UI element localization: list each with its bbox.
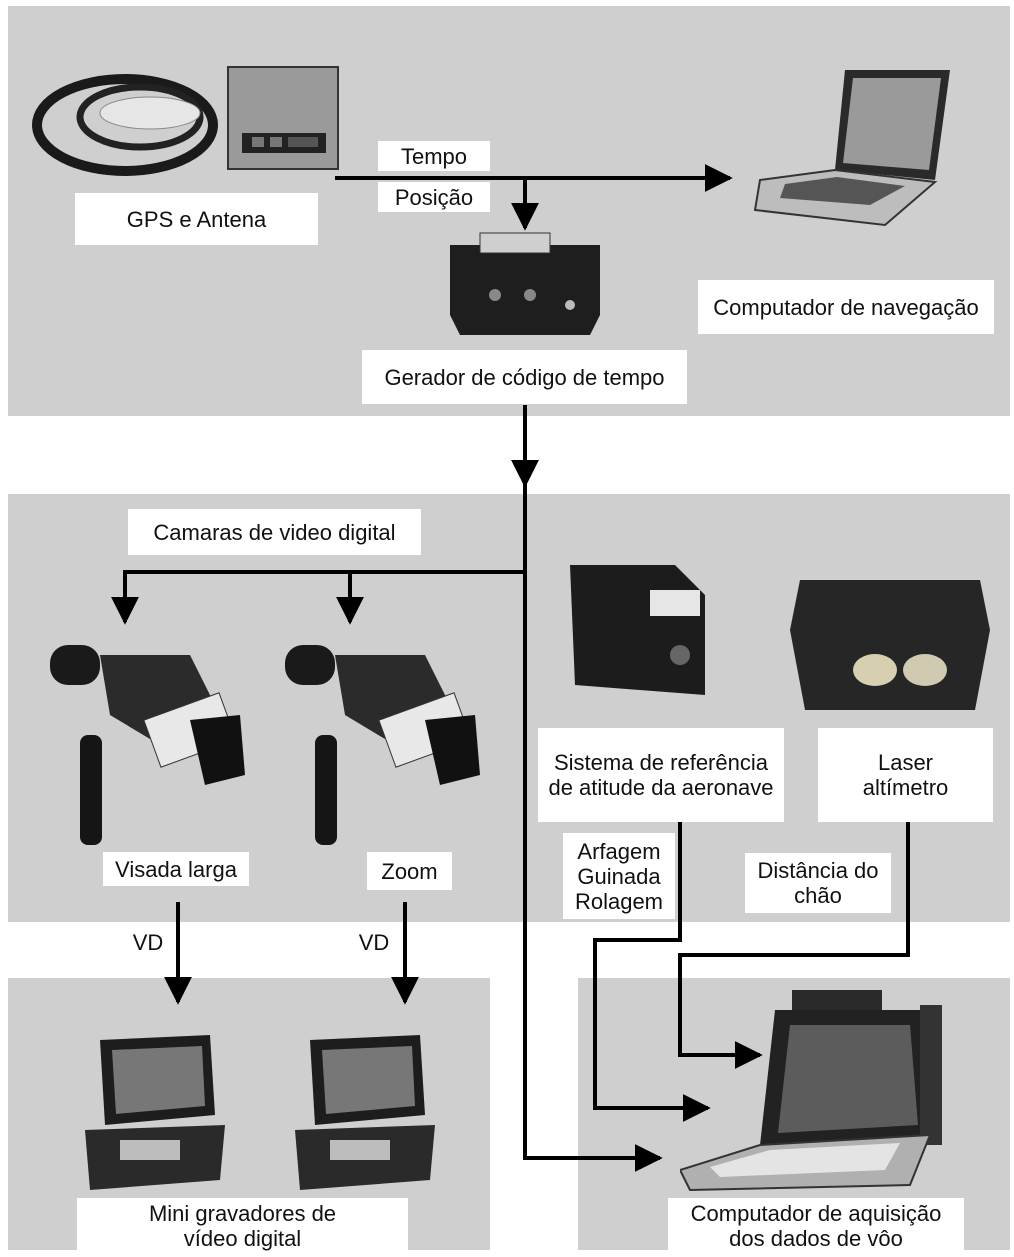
video-recorder-icon: [85, 1035, 225, 1190]
attitude-signals-label: Arfagem Guinada Rolagem: [563, 833, 675, 919]
tempo-label: Tempo: [378, 141, 490, 171]
recorders-label: Mini gravadores de vídeo digital: [77, 1198, 408, 1254]
rugged-computer-icon: [680, 990, 942, 1192]
time-code-label: Gerador de código de tempo: [362, 350, 687, 404]
laser-altimeter-label: Laser altímetro: [818, 728, 993, 822]
vd-label-zoom: VD: [358, 930, 390, 955]
gps-label: GPS e Antena: [75, 193, 318, 245]
laser-altimeter-icon: [790, 580, 990, 710]
nav-computer-label: Computador de navegação: [698, 280, 994, 334]
acquisition-computer-label: Computador de aquisição dos dados de vôo: [668, 1198, 964, 1254]
camcorder-icon: [50, 645, 245, 845]
time-code-box-icon: [450, 232, 600, 335]
cameras-label: Camaras de video digital: [128, 509, 421, 555]
camcorder-icon: [285, 645, 480, 845]
zoom-label: Zoom: [367, 852, 452, 890]
gps-receiver-icon: [32, 66, 339, 176]
laptop-icon: [753, 70, 950, 227]
vd-label-wide: VD: [132, 930, 164, 955]
ground-distance-label: Distância do chão: [745, 853, 891, 913]
wide-view-label: Visada larga: [103, 852, 249, 886]
video-recorder-icon: [295, 1035, 435, 1190]
posicao-label: Posição: [378, 182, 490, 212]
attitude-system-label: Sistema de referência de atitude da aero…: [538, 728, 784, 822]
attitude-unit-icon: [570, 565, 705, 695]
